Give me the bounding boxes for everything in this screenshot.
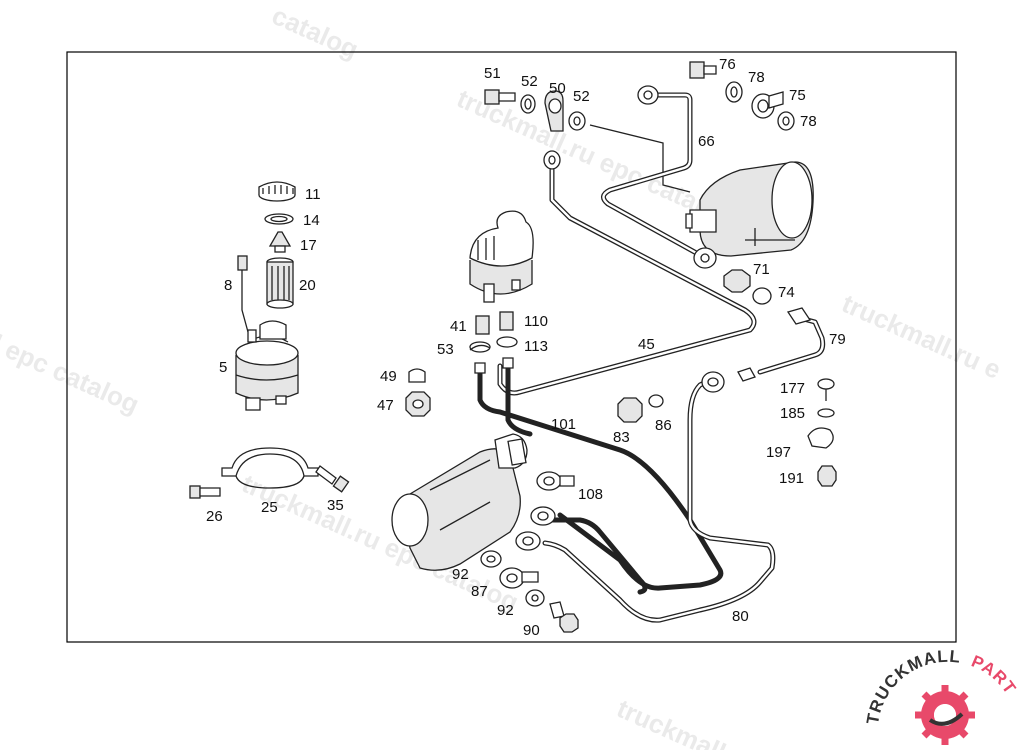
washers-bottom bbox=[480, 550, 579, 633]
callout-92: 92 bbox=[452, 566, 469, 583]
clamp-group bbox=[189, 447, 350, 499]
banjo-fittings-top bbox=[484, 61, 795, 132]
callout-177: 177 bbox=[780, 380, 805, 397]
callout-113: 113 bbox=[524, 338, 548, 355]
steering-pump bbox=[469, 210, 534, 303]
callout-71: 71 bbox=[753, 261, 770, 278]
callout-45: 45 bbox=[638, 336, 655, 353]
callout-14: 14 bbox=[303, 212, 320, 229]
watermark-text: truckmall.ru bbox=[613, 693, 761, 750]
callout-92: 92 bbox=[497, 602, 514, 619]
callout-17: 17 bbox=[300, 237, 317, 254]
steering-gear bbox=[391, 433, 528, 571]
callout-75: 75 bbox=[789, 87, 806, 104]
callout-52: 52 bbox=[521, 73, 538, 90]
diagram-frame bbox=[66, 51, 957, 643]
callout-108: 108 bbox=[578, 486, 603, 503]
callout-83: 83 bbox=[613, 429, 630, 446]
leader-line bbox=[589, 124, 691, 193]
callout-87: 87 bbox=[471, 583, 488, 600]
callout-197: 197 bbox=[766, 444, 791, 461]
callout-66: 66 bbox=[698, 133, 715, 150]
callout-74: 74 bbox=[778, 284, 795, 301]
callout-26: 26 bbox=[206, 508, 223, 525]
callout-11: 11 bbox=[305, 186, 321, 203]
watermark-text: l epc catalog bbox=[0, 328, 144, 419]
callout-78: 78 bbox=[748, 69, 765, 86]
callout-79: 79 bbox=[829, 331, 846, 348]
gear-icon bbox=[915, 685, 975, 745]
pump-assembly bbox=[685, 161, 814, 382]
callout-41: 41 bbox=[450, 318, 467, 335]
pipe-network bbox=[477, 92, 826, 623]
callout-35: 35 bbox=[327, 497, 344, 514]
callout-labels: 11 14 17 8 20 5 26 25 35 51 52 50 52 76 … bbox=[206, 56, 846, 639]
callout-101: 101 bbox=[551, 416, 576, 433]
callout-53: 53 bbox=[437, 341, 454, 358]
watermark-text: catalog bbox=[268, 0, 363, 64]
small-fittings bbox=[405, 311, 837, 487]
reservoir-group bbox=[235, 181, 299, 411]
callout-86: 86 bbox=[655, 417, 672, 434]
callout-50: 50 bbox=[549, 80, 566, 97]
callout-90: 90 bbox=[523, 622, 540, 639]
callout-78: 78 bbox=[800, 113, 817, 130]
callout-51: 51 bbox=[484, 65, 501, 82]
callout-47: 47 bbox=[377, 397, 394, 414]
callout-8: 8 bbox=[224, 277, 232, 294]
watermark-text: truckmall.ru e bbox=[838, 288, 1006, 385]
callout-110: 110 bbox=[524, 313, 548, 330]
callout-5: 5 bbox=[219, 359, 227, 376]
callout-191: 191 bbox=[779, 470, 804, 487]
callout-52: 52 bbox=[573, 88, 590, 105]
callout-80: 80 bbox=[732, 608, 749, 625]
banjo-ends bbox=[515, 85, 725, 551]
callout-20: 20 bbox=[299, 277, 316, 294]
callout-25: 25 bbox=[261, 499, 278, 516]
callout-49: 49 bbox=[380, 368, 397, 385]
callout-76: 76 bbox=[719, 56, 736, 73]
callout-185: 185 bbox=[780, 405, 805, 422]
